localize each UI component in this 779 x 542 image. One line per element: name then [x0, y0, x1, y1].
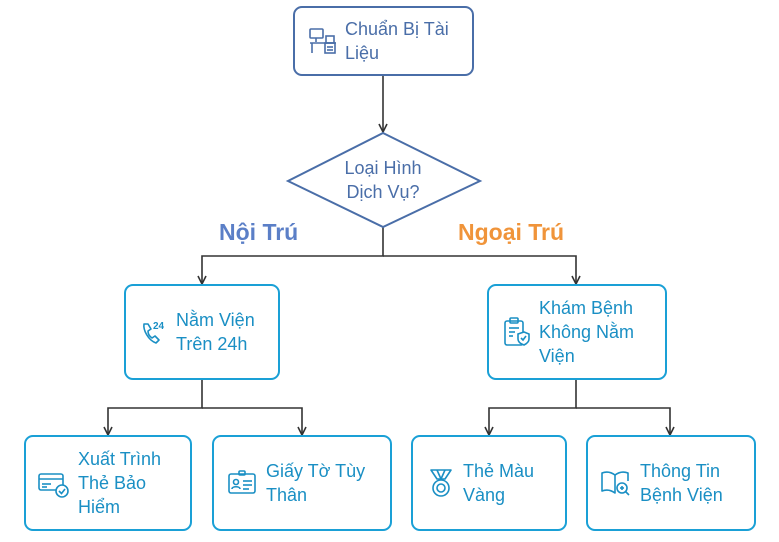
node-label: Chuẩn Bị Tài Liệu	[345, 19, 449, 63]
desk-document-icon	[307, 26, 339, 56]
edge-outpatient-gold	[489, 380, 577, 434]
node-label: Nằm Viện Trên 24h	[176, 310, 255, 354]
edge-outpatient-info	[576, 407, 670, 434]
node-label: Thẻ Màu Vàng	[463, 461, 535, 505]
decision-diamond	[285, 131, 483, 229]
node-hospital-info[interactable]: Thông Tin Bệnh Viện	[586, 435, 756, 531]
node-label: Thông Tin Bệnh Viện	[640, 461, 723, 505]
node-inpatient[interactable]: 24 Nằm Viện Trên 24h	[124, 284, 280, 380]
card-check-icon	[36, 467, 72, 499]
id-card-icon	[224, 467, 260, 499]
node-outpatient[interactable]: Khám Bệnh Không Nằm Viện	[487, 284, 667, 380]
node-prepare-documents[interactable]: Chuẩn Bị Tài Liệu	[293, 6, 474, 76]
medal-icon	[425, 467, 457, 499]
edge-inpatient-insurance	[108, 380, 203, 434]
node-yellow-card[interactable]: Thẻ Màu Vàng	[411, 435, 567, 531]
node-identity-papers[interactable]: Giấy Tờ Tùy Thân	[212, 435, 392, 531]
svg-text:24: 24	[153, 321, 165, 332]
phone-24-icon: 24	[138, 316, 172, 348]
node-label: Khám Bệnh Không Nằm Viện	[539, 298, 635, 366]
branch-label-outpatient: Ngoại Trú	[458, 219, 565, 245]
edge-decision-outpatient	[383, 255, 576, 283]
edge-decision-inpatient	[202, 226, 384, 283]
node-show-insurance-card[interactable]: Xuất Trình Thẻ Bảo Hiểm	[24, 435, 192, 531]
node-label: Xuất Trình Thẻ Bảo Hiểm	[78, 449, 162, 517]
decision-label: Loại Hình Dịch Vụ?	[344, 158, 422, 202]
edge-inpatient-id	[202, 407, 302, 434]
clipboard-shield-icon	[499, 316, 533, 348]
book-search-icon	[598, 467, 634, 499]
branch-label-inpatient: Nội Trú	[219, 219, 299, 245]
node-label: Giấy Tờ Tùy Thân	[266, 461, 366, 505]
